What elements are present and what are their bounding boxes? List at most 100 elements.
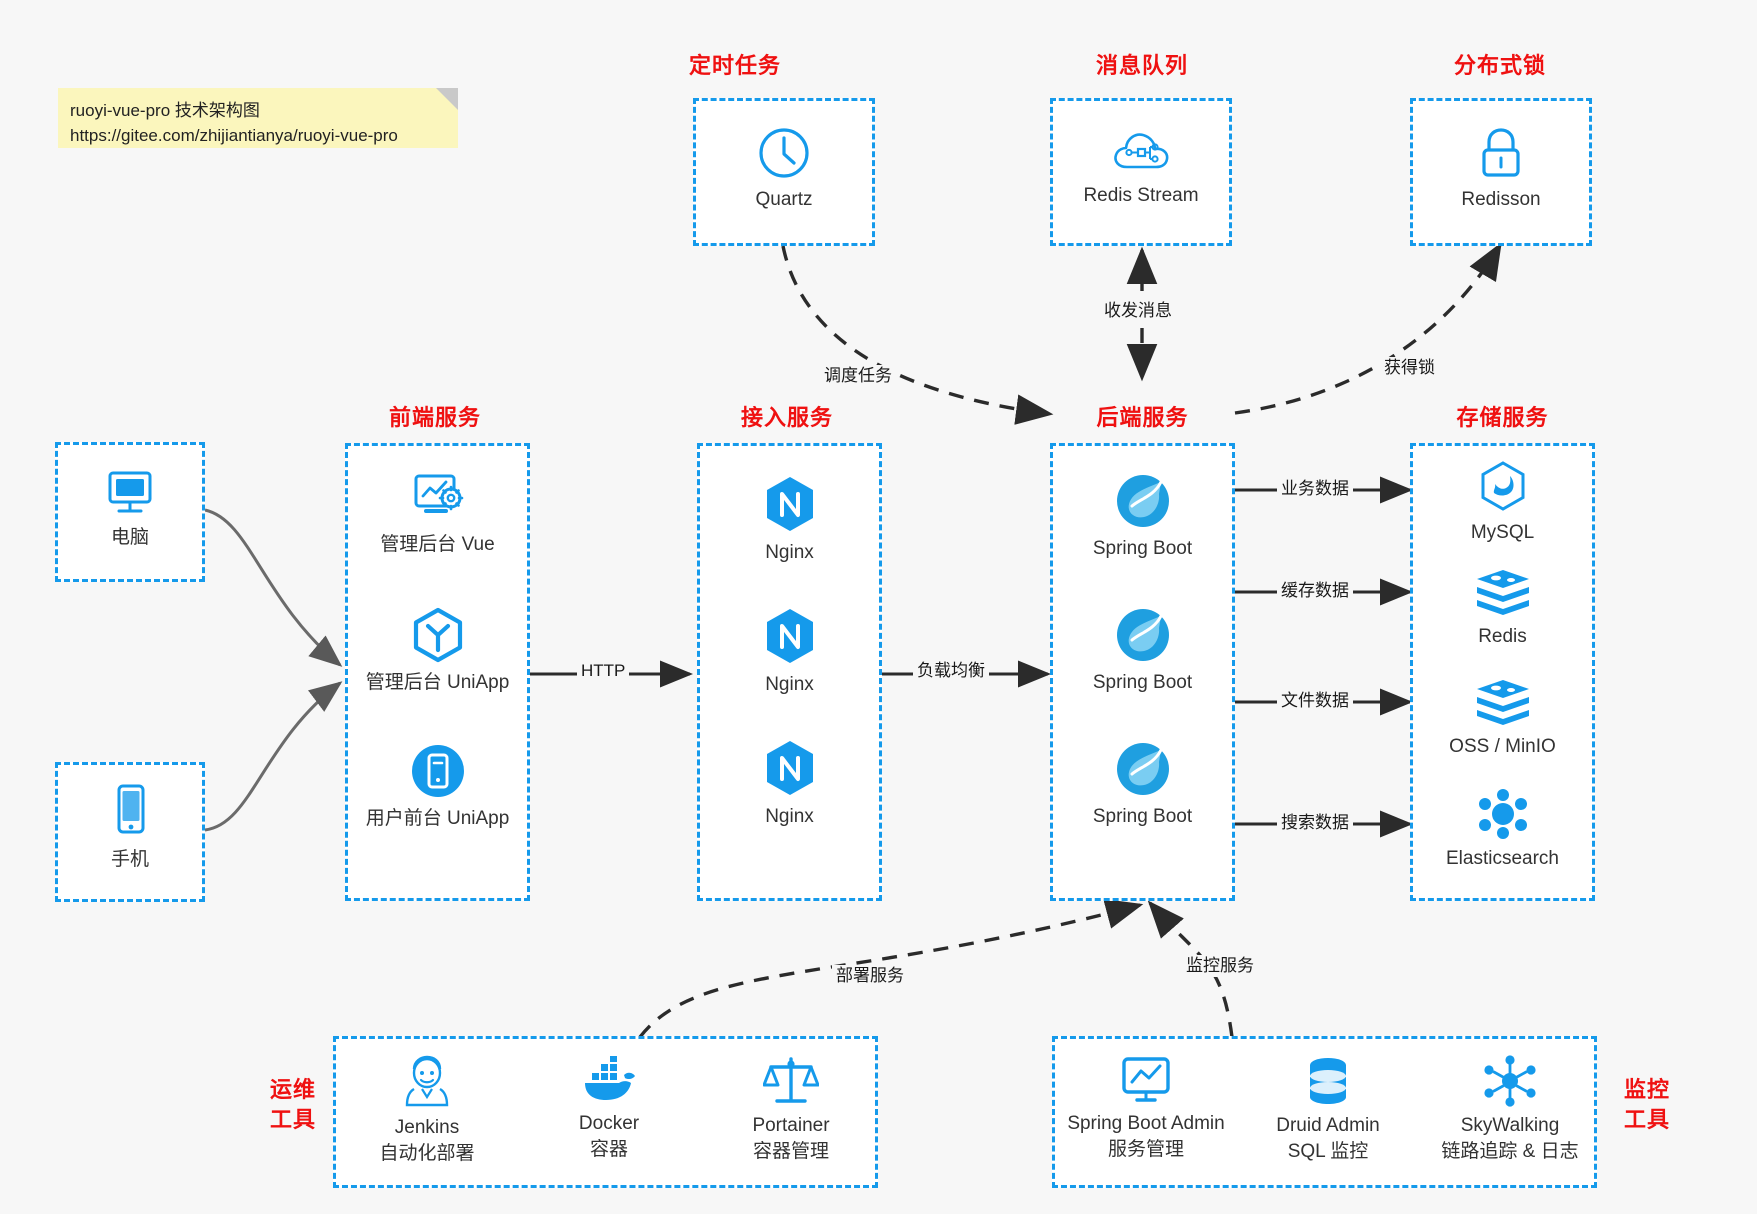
group-title-backend: 后端服务 (1096, 405, 1189, 430)
edge-label-schedule-task: 调度任务 (820, 365, 896, 387)
node-skywalking[interactable]: SkyWalking 链路追踪 & 日志 (1419, 1055, 1601, 1165)
edge-label-business-data: 业务数据 (1277, 478, 1353, 500)
edge-label-file-data: 文件数据 (1277, 690, 1353, 712)
node-nginx-1[interactable]: Nginx (700, 474, 879, 566)
mysql-dolphin-icon (1481, 461, 1524, 511)
node-label: Nginx (765, 674, 814, 695)
monitor-chart-icon (1122, 1057, 1170, 1102)
node-desktop[interactable]: 电脑 (58, 467, 202, 551)
group-box-devops: Jenkins 自动化部署 Docker 容器 Portainer (333, 1036, 878, 1188)
group-title-devops-line2: 工具 (269, 1107, 316, 1132)
node-redisson[interactable]: Redisson (1413, 125, 1589, 213)
edge-label-cache-data: 缓存数据 (1277, 580, 1353, 602)
client-box-mobile: 手机 (55, 762, 205, 902)
node-jenkins[interactable]: Jenkins 自动化部署 (336, 1055, 518, 1167)
node-nginx-3[interactable]: Nginx (700, 738, 879, 830)
oss-stack-icon (1476, 680, 1529, 725)
node-label: Jenkins (394, 1117, 460, 1138)
node-admin-vue[interactable]: 管理后台 Vue (348, 470, 527, 558)
node-label: Spring Boot (1092, 806, 1193, 827)
node-label: 手机 (110, 849, 149, 870)
group-title-scheduled-task: 定时任务 (688, 53, 781, 78)
spring-leaf-icon (1116, 743, 1169, 795)
node-mysql[interactable]: MySQL (1413, 460, 1592, 546)
node-label: Spring Boot (1092, 538, 1193, 559)
node-spring-boot-3[interactable]: Spring Boot (1053, 740, 1232, 830)
node-sublabel: 自动化部署 (379, 1143, 475, 1164)
node-spring-boot-1[interactable]: Spring Boot (1053, 472, 1232, 562)
node-label: Druid Admin (1276, 1115, 1380, 1136)
group-box-backend: Spring Boot Spring Boot Spring Boot (1050, 443, 1235, 901)
node-label: 电脑 (110, 527, 149, 548)
node-sublabel: SQL 监控 (1287, 1141, 1369, 1162)
group-title-monitor-line1: 监控 (1623, 1077, 1670, 1102)
node-label: Docker (578, 1113, 640, 1134)
node-sublabel: 容器 (589, 1139, 628, 1160)
group-title-monitor-line2: 工具 (1623, 1107, 1670, 1132)
redis-stack-icon (1476, 570, 1529, 615)
group-box-scheduled-task: Quartz (693, 98, 875, 246)
node-mobile[interactable]: 手机 (58, 783, 202, 873)
dashboard-gear-icon (414, 474, 463, 513)
node-nginx-2[interactable]: Nginx (700, 606, 879, 698)
edge-label-http: HTTP (577, 660, 630, 682)
database-icon (1310, 1058, 1346, 1104)
group-title-monitor: 监控 工具 (1612, 1075, 1682, 1135)
node-druid-admin[interactable]: Druid Admin SQL 监控 (1237, 1055, 1419, 1165)
node-portainer[interactable]: Portainer 容器管理 (700, 1055, 882, 1165)
group-box-frontend: 管理后台 Vue 管理后台 UniApp 用户前台 UniApp (345, 443, 530, 901)
node-redis[interactable]: Redis (1413, 568, 1592, 650)
node-admin-uniapp[interactable]: 管理后台 UniApp (348, 606, 527, 696)
node-redis-stream[interactable]: Redis Stream (1053, 125, 1229, 209)
node-sublabel: 服务管理 (1107, 1139, 1184, 1160)
hexagon-cube-icon (413, 607, 462, 663)
node-label: MySQL (1470, 522, 1535, 543)
node-label: OSS / MinIO (1449, 736, 1556, 757)
node-sublabel: 链路追踪 & 日志 (1441, 1141, 1579, 1162)
lock-icon (1482, 128, 1520, 177)
note-line-2: https://gitee.com/zhijiantianya/ruoyi-vu… (70, 126, 398, 145)
node-label: Elasticsearch (1446, 848, 1559, 869)
group-title-message-queue: 消息队列 (1095, 53, 1188, 78)
node-spring-boot-admin[interactable]: Spring Boot Admin 服务管理 (1055, 1055, 1237, 1163)
group-box-distributed-lock: Redisson (1410, 98, 1592, 246)
group-title-frontend: 前端服务 (388, 405, 481, 430)
group-box-storage: MySQL Redis OSS / MinIO (1410, 443, 1595, 901)
node-label: Redis Stream (1083, 185, 1199, 206)
edge-label-acquire-lock: 获得锁 (1380, 357, 1439, 379)
edge-label-search-data: 搜索数据 (1277, 812, 1353, 834)
node-label: Nginx (765, 542, 814, 563)
nginx-icon (766, 477, 813, 531)
elasticsearch-icon (1478, 789, 1527, 839)
docker-whale-icon (585, 1056, 635, 1100)
group-title-distributed-lock: 分布式锁 (1453, 53, 1546, 78)
node-user-uniapp[interactable]: 用户前台 UniApp (348, 742, 527, 832)
nginx-icon (766, 609, 813, 663)
nginx-icon (766, 741, 813, 795)
node-label: 管理后台 UniApp (365, 672, 510, 693)
group-title-gateway: 接入服务 (740, 405, 833, 430)
node-spring-boot-2[interactable]: Spring Boot (1053, 606, 1232, 696)
group-title-devops: 运维 工具 (258, 1075, 328, 1135)
portainer-scale-icon (763, 1057, 819, 1103)
edge-label-deploy-service: 部署服务 (832, 965, 908, 987)
node-label: SkyWalking (1460, 1115, 1560, 1136)
skywalking-icon (1484, 1055, 1536, 1107)
jenkins-butler-icon (405, 1055, 449, 1107)
node-label: Spring Boot Admin (1067, 1113, 1225, 1134)
node-label: Quartz (755, 189, 813, 210)
node-label: 管理后台 Vue (380, 534, 495, 555)
node-label: Portainer (752, 1115, 830, 1136)
mobile-icon (117, 784, 145, 834)
node-oss-minio[interactable]: OSS / MinIO (1413, 678, 1592, 760)
group-title-storage: 存储服务 (1456, 405, 1549, 430)
node-docker[interactable]: Docker 容器 (518, 1055, 700, 1163)
node-quartz[interactable]: Quartz (696, 125, 872, 213)
edge-label-load-balance: 负载均衡 (913, 660, 989, 682)
node-label: Spring Boot (1092, 672, 1193, 693)
node-label: Redisson (1461, 189, 1541, 210)
node-label: Redis (1478, 626, 1527, 647)
node-elasticsearch[interactable]: Elasticsearch (1413, 788, 1592, 872)
node-sublabel: 容器管理 (752, 1141, 829, 1162)
spring-leaf-icon (1116, 475, 1169, 527)
